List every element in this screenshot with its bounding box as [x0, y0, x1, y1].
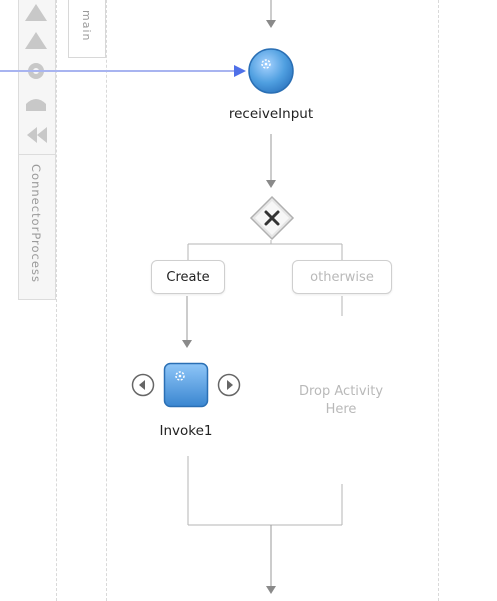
lane-guide-middle: [106, 0, 107, 601]
receive-input-activity[interactable]: [247, 47, 295, 95]
gear-icon: [248, 48, 294, 94]
receive-input-label: receiveInput: [228, 106, 314, 122]
triangle-up-icon[interactable]: [21, 30, 51, 52]
connector-process-label: ConnectorProcess: [29, 164, 43, 283]
invoke1-label: Invoke1: [159, 423, 213, 439]
case-create-label: Create: [166, 269, 210, 285]
next-arrow-icon[interactable]: [217, 373, 241, 397]
main-tab-label: main: [80, 10, 93, 42]
lane-guide-right: [438, 0, 439, 601]
switch-activity[interactable]: [249, 195, 295, 241]
drop-activity-line2: Here: [325, 402, 357, 417]
case-otherwise[interactable]: otherwise: [292, 260, 392, 294]
invoke1-activity[interactable]: [163, 362, 209, 408]
gear-icon: [163, 362, 209, 408]
lane-guide-left: [56, 0, 57, 601]
previous-arrow-icon[interactable]: [131, 373, 155, 397]
drop-activity-line1: Drop Activity: [298, 384, 384, 399]
triangle-up-icon[interactable]: [21, 2, 51, 24]
connector-process-lane[interactable]: ConnectorProcess: [18, 0, 56, 300]
dome-icon[interactable]: [21, 92, 51, 114]
rewind-icon[interactable]: [21, 124, 51, 146]
case-otherwise-label: otherwise: [310, 269, 374, 285]
main-tab[interactable]: main: [68, 0, 106, 58]
drop-activity-placeholder[interactable]: Drop Activity Here: [270, 383, 412, 419]
close-icon: [249, 195, 295, 241]
case-create[interactable]: Create: [151, 260, 225, 294]
